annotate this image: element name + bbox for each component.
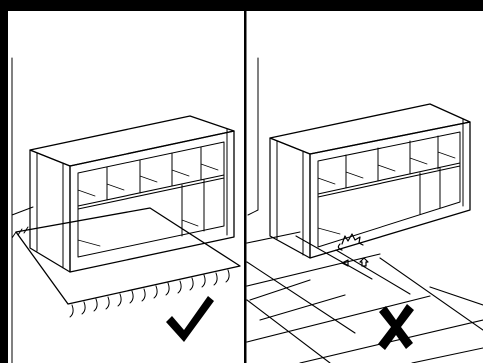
checkmark-icon (166, 296, 214, 342)
panel-divider (244, 10, 247, 363)
frame-top-bar (0, 0, 483, 11)
shelf-unit-left (29, 115, 235, 273)
frame-left-edge (0, 0, 8, 363)
x-mark-icon (378, 304, 414, 350)
right-panel (246, 57, 483, 363)
left-panel (11, 57, 241, 363)
damage-marks (337, 233, 369, 267)
rug-fringe (69, 269, 230, 318)
right-wall-corner-line (247, 57, 259, 216)
rug-fringe-left (11, 226, 29, 239)
shelf-unit-right (269, 103, 471, 259)
tile-floor (246, 231, 483, 363)
rug-outline (15, 207, 241, 305)
